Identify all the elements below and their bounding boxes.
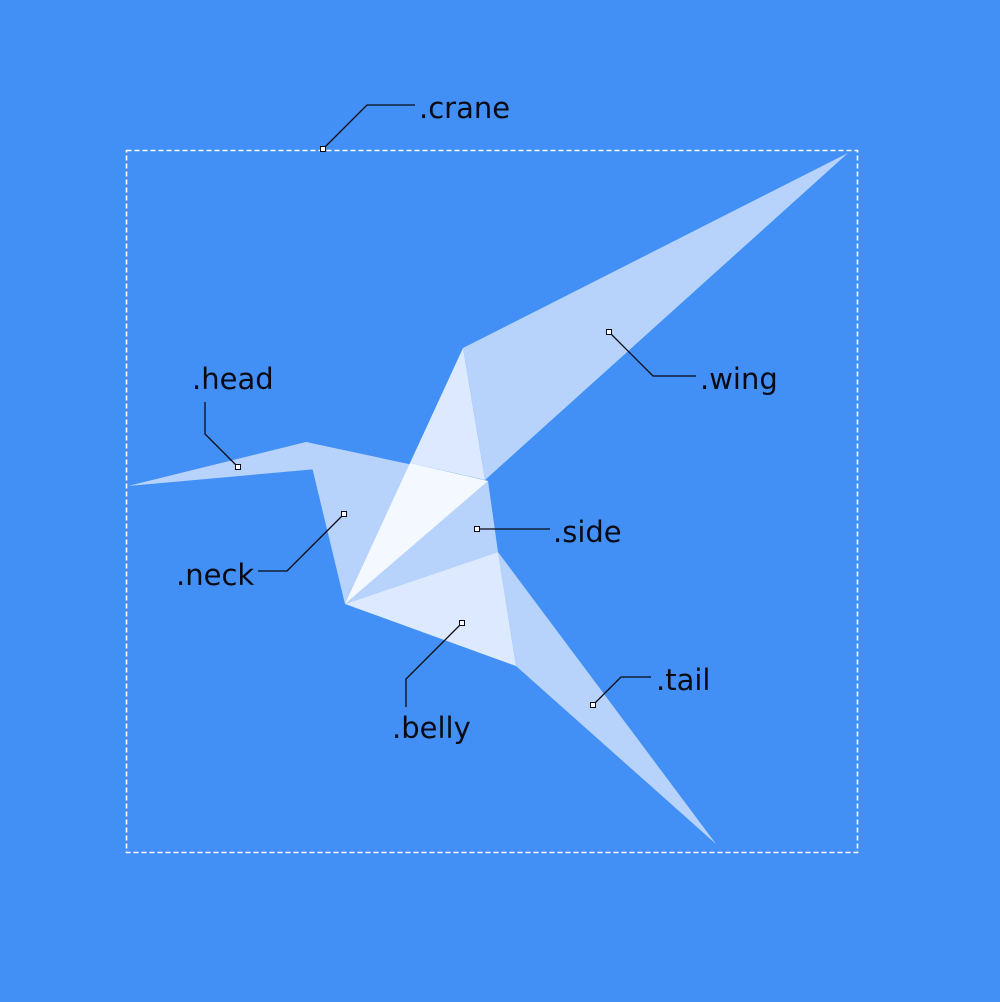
label-belly: .belly bbox=[392, 711, 471, 745]
leader-line-belly bbox=[405, 622, 463, 707]
callout-belly: .belly bbox=[392, 620, 471, 745]
wing-fold-piece bbox=[410, 348, 485, 480]
crane-shape bbox=[128, 153, 848, 844]
callout-neck: .neck bbox=[176, 511, 347, 592]
label-crane: .crane bbox=[419, 91, 510, 125]
label-head: .head bbox=[192, 362, 274, 396]
callout-head: .head bbox=[192, 362, 274, 470]
anchor-head bbox=[235, 464, 241, 470]
leader-line-head bbox=[204, 402, 239, 468]
callout-crane: .crane bbox=[320, 91, 510, 152]
wing-piece bbox=[463, 153, 848, 480]
side-piece bbox=[345, 481, 498, 604]
anchor-side bbox=[474, 526, 480, 532]
center-fold-piece bbox=[345, 463, 488, 604]
label-side: .side bbox=[553, 515, 622, 549]
leader-line-crane bbox=[322, 104, 415, 150]
anchor-tail bbox=[590, 702, 596, 708]
callout-side: .side bbox=[474, 515, 622, 549]
anchor-wing bbox=[606, 329, 612, 335]
anchor-belly bbox=[459, 620, 465, 626]
callout-wing: .wing bbox=[606, 329, 778, 396]
callout-tail: .tail bbox=[590, 663, 710, 708]
anchor-crane bbox=[320, 146, 326, 152]
leader-line-neck bbox=[258, 513, 345, 572]
leader-line-tail bbox=[592, 676, 651, 706]
label-wing: .wing bbox=[700, 362, 778, 396]
tail-piece bbox=[498, 552, 716, 844]
label-tail: .tail bbox=[656, 663, 710, 697]
leader-line-wing bbox=[608, 331, 696, 377]
crane-bounding-frame bbox=[125, 149, 859, 854]
label-neck: .neck bbox=[176, 558, 254, 592]
belly-piece bbox=[345, 552, 516, 666]
anchor-neck bbox=[341, 511, 347, 517]
